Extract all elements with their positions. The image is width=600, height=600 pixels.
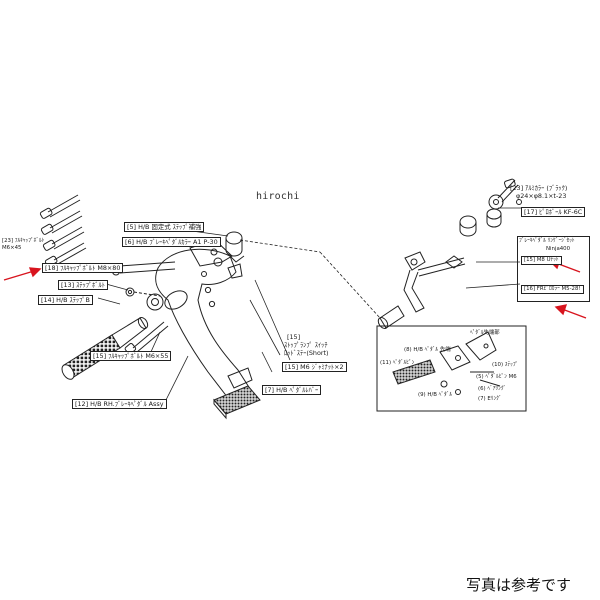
red-arrow-right-lower xyxy=(554,304,587,319)
label-inset-pedal-tip: (8) H/B ﾍﾟﾀﾞﾙ 先端 xyxy=(404,347,451,353)
label-inset-pin-m6: (5) ﾍﾟﾀﾞﾙﾋﾟﾝ M6 xyxy=(476,374,517,380)
linkset-box xyxy=(517,236,590,302)
label-inset-pedal-pin: (11) ﾍﾟﾀﾞﾙﾋﾟﾝ xyxy=(380,360,415,366)
label-collar-23-right-line1: [23] ｱﾙﾐｶﾗｰ (ﾌﾞﾗｯｸ) xyxy=(510,184,568,192)
label-inset-step: (10) ｽﾃｯﾌﾟ xyxy=(492,362,519,368)
label-linkset-model: Ninja400 xyxy=(546,246,571,252)
bolt-15-m6x55 xyxy=(124,321,169,355)
linkage-rod xyxy=(377,251,466,329)
label-pedal-lever-7: [7] H/B ﾍﾟﾀﾞﾙﾚﾊﾞｰ xyxy=(262,385,322,395)
brake-pedal-lever-12 xyxy=(155,248,261,420)
watermark: hirochi xyxy=(256,191,300,202)
label-switch-15-num: [15] xyxy=(287,333,301,341)
red-arrow-left xyxy=(3,267,42,281)
label-collar-23-right-line2: φ24×φ8.1×t-23 xyxy=(516,192,567,200)
label-inset-pedal: (9) H/B ﾍﾟﾀﾞﾙ xyxy=(418,392,453,398)
label-collar-6: [6] H/B ﾌﾞﾚｰｷﾍﾟﾀﾞﾙｶﾗｰ A1 P-30 xyxy=(122,237,221,247)
label-u-nut-15: [15] M8 Uﾅｯﾄ xyxy=(521,256,562,265)
pedal-tip-inset xyxy=(376,325,527,412)
label-switch-15-line1: ｽﾄｯﾌﾟﾗﾝﾌﾟ ｽｲｯﾁ xyxy=(284,341,328,349)
label-pedal-assy-12: [12] H/B RH.ﾌﾞﾚｰｷﾍﾟﾀﾞﾙ Assy xyxy=(72,399,167,409)
step-bolt-13 xyxy=(125,287,161,297)
label-inset-bearing: (6) ﾍﾞｱﾘﾝｸﾞ xyxy=(478,386,507,392)
label-bolt-23-left: [23] ﾌﾙｷｬｯﾌﾟﾎﾞﾙﾄ M6×45 xyxy=(2,238,45,251)
label-linkset-title: ﾌﾞﾚｰｷﾍﾟﾀﾞﾙ ﾘﾝｹﾞｰｼﾞｾｯﾄ xyxy=(519,238,575,244)
label-bolt-18: [18] ﾌﾙｷｬｯﾌﾟﾎﾞﾙﾄ M8×80 xyxy=(42,263,124,273)
label-switch-15-line2: ﾛｯﾄﾞｽﾃｰ(Short) xyxy=(284,349,329,357)
pillow-ball-17 xyxy=(459,178,522,237)
label-step-bolt-13: [13] ｽﾃｯﾌﾟﾎﾞﾙﾄ xyxy=(58,280,108,290)
bolt-set-23 xyxy=(39,194,87,267)
photo-reference-caption: 写真は参考です xyxy=(466,576,572,594)
label-reinforcement-5: [5] H/B 固定式 ｽﾃｯﾌﾟ補強 xyxy=(124,222,205,232)
label-bolt-15: [15] ﾌﾙｷｬｯﾌﾟﾎﾞﾙﾄ M6×55 xyxy=(90,351,172,361)
label-pillow-collar-16: [16] FRﾋﾟﾛｶﾗｰ M5-28! xyxy=(521,285,584,294)
step-peg-14 xyxy=(61,293,164,380)
label-inset-title: ﾍﾟﾀﾞﾙ先端部 xyxy=(470,330,500,336)
label-step-14: [14] H/B ｽﾃｯﾌﾟB xyxy=(38,295,93,305)
label-pillow-ball-17: [17] ﾋﾟﾛﾎﾞｰﾙ KF-6C xyxy=(521,207,586,217)
label-jam-nut-15: [15] M6 ｼﾞｬﾐﾅｯﾄ×2 xyxy=(282,362,347,372)
label-inset-e-ring: (7) Eﾘﾝｸﾞ xyxy=(478,396,502,402)
pedal-collar-6 xyxy=(225,231,245,263)
